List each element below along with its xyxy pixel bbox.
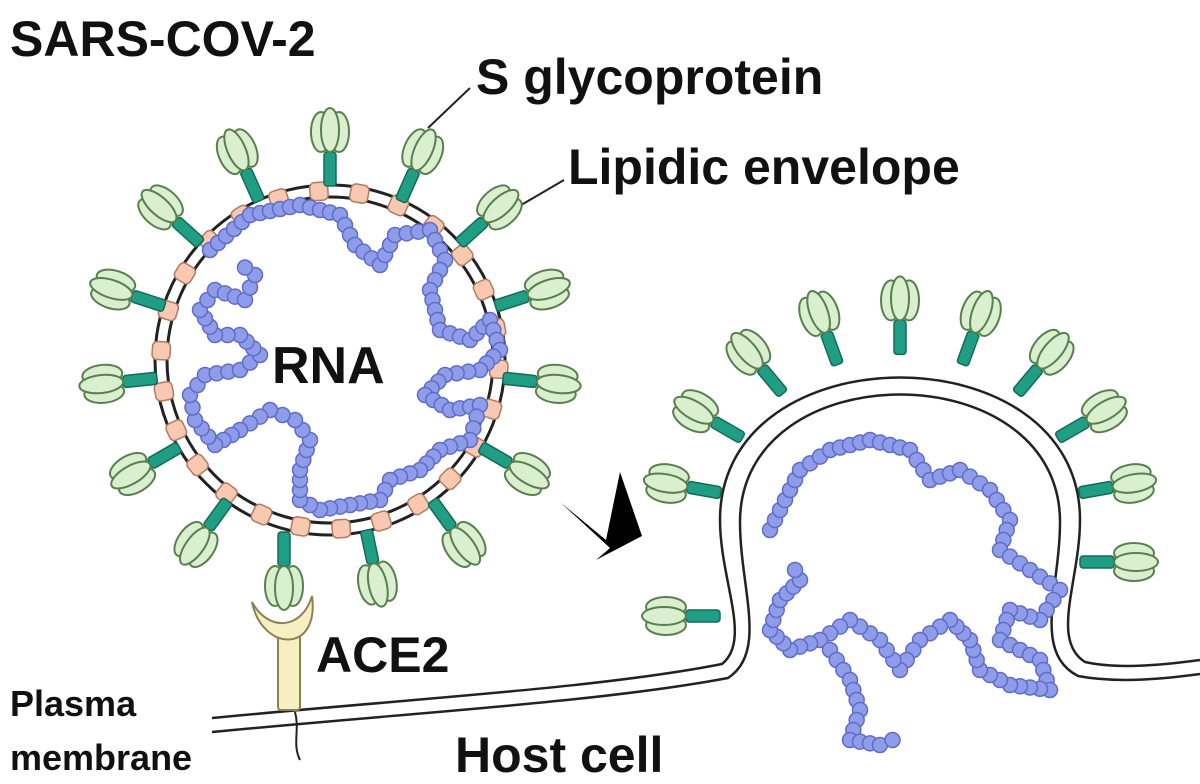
virus-title: SARS-COV-2 [10,11,316,67]
bud-spike [880,275,920,356]
plasma-membrane-inner [211,393,1200,734]
s-glycoprotein-leader [427,87,471,129]
ace2-receptor [251,595,314,711]
membrane-protein [438,467,462,491]
host-cell-label: Host cell [455,727,664,783]
membrane-protein [250,503,273,526]
virus-spike [310,107,350,187]
rna-strand [761,431,1069,699]
membrane-protein [173,262,197,285]
budding-rna-strand [761,431,1069,754]
ace2-label: ACE2 [316,627,450,683]
virus-spike [215,128,265,204]
lipidic-envelope-label: Lipidic envelope [568,139,960,195]
plasma-membrane-outer [211,376,1200,720]
membrane-protein [348,183,370,204]
rna-strand [181,196,509,519]
virus-spike [356,528,398,608]
membrane-protein [290,516,311,537]
bud-spike [642,463,723,504]
membrane-protein [151,340,172,361]
bud-spike [641,596,721,636]
rna-label: RNA [272,337,385,395]
bud-spike [1077,463,1158,504]
virus-spike [137,184,205,248]
rna-strand [821,641,901,754]
bud-spike [672,389,746,444]
virus-spike-bound [264,531,304,611]
virus-spike [493,268,571,312]
membrane-protein [450,243,474,267]
membrane-protein [331,518,352,539]
plasma-membrane-label-line1: Plasma [10,683,137,724]
virus-rna-strand [181,196,509,519]
virus-spike [427,497,487,568]
ace2-cup [251,595,314,641]
membrane-protein [153,380,175,402]
transition-arrow [560,472,642,560]
bud-spike [725,328,788,397]
s-glycoprotein-label: S glycoprotein [476,49,824,105]
membrane-protein [472,278,495,301]
bud-spike [798,289,844,367]
membrane-protein [308,181,329,202]
virus-spike [89,268,167,312]
membrane-protein [370,510,393,532]
virus-spike [478,442,551,497]
virus-spike [395,128,445,204]
plasma-membrane-leader [294,711,301,761]
virus-spike [455,184,523,248]
membrane-protein [407,492,430,516]
bud-spike [1012,328,1075,397]
membrane-protein [165,419,188,442]
virus-spike [173,497,233,568]
bud-spike [1054,389,1128,444]
membrane-protein [186,453,209,477]
ace2-stalk [277,631,301,711]
virus-spike-group [78,107,582,611]
budding-spike-group [641,275,1159,636]
virus-spike [109,442,182,497]
virus-spike [78,363,159,404]
bud-spike [1079,542,1159,582]
bud-spike [956,289,1002,367]
virus-spike [501,363,582,404]
plasma-membrane-label-line2: membrane [10,737,193,778]
